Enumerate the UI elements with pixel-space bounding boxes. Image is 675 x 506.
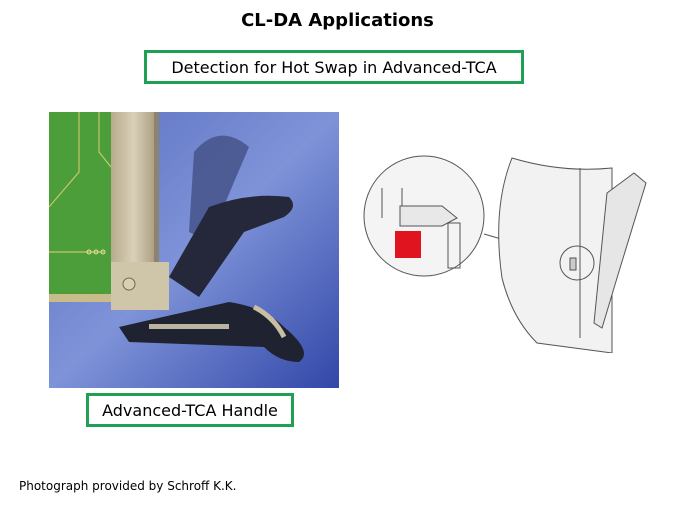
photo-caption-box: Advanced-TCA Handle	[86, 393, 294, 427]
subtitle-text: Detection for Hot Swap in Advanced-TCA	[171, 57, 497, 77]
handle-photo	[49, 112, 339, 388]
subtitle-box: Detection for Hot Swap in Advanced-TCA	[144, 50, 524, 84]
photo-credit: Photograph provided by Schroff K.K.	[19, 479, 237, 493]
slide-title: CL-DA Applications	[241, 10, 434, 31]
photo-caption-text: Advanced-TCA Handle	[102, 400, 278, 420]
hot-swap-drawing	[362, 148, 662, 354]
